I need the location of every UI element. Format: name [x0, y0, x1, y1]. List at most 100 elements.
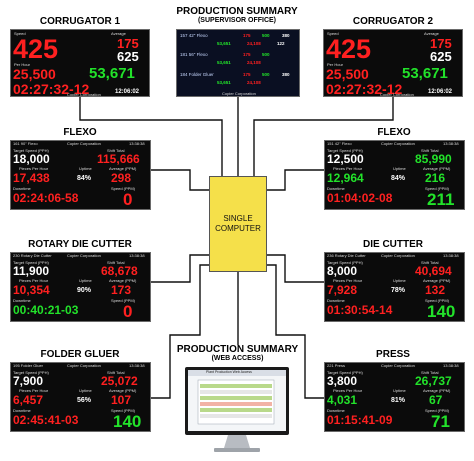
label-average: Average (PPM)	[109, 388, 137, 393]
web-window-title: Plant Production Web Access	[206, 370, 252, 374]
downtime-value: 01:15:41-09	[327, 413, 393, 427]
company-label: Copier Corporation	[381, 141, 415, 146]
label-per-hour: Per Hour	[14, 62, 31, 67]
label-uptime: Uptime	[79, 166, 92, 171]
target-speed-value: 3,800	[327, 374, 358, 388]
summary-row-value: 380	[282, 33, 290, 38]
label-shift-total: Shift Total	[421, 148, 439, 153]
label-target-speed: Target Speed (PPH)	[327, 370, 363, 375]
diecutter-display: 236 Rotary Die Cutter Copier Corporation…	[324, 252, 465, 322]
target-speed-value: 8,000	[327, 264, 358, 278]
speed-value: 0	[123, 302, 133, 321]
machine-header: 221 Press	[327, 363, 346, 368]
summary-supervisor-display: 157 42" Flexo 175 500 380 53,651 24,108 …	[176, 29, 300, 97]
label-speed: Speed (PPM)	[425, 408, 450, 413]
summary-top-subtitle: (SUPERVISOR OFFICE)	[197, 17, 277, 24]
speed-value: 140	[113, 412, 142, 431]
clock-value: 12:06:02	[115, 89, 140, 95]
average-value: 107	[111, 393, 132, 407]
speed-value: 140	[427, 302, 456, 321]
folder-display: 195 Folder Gluer Copier Corporation 13:3…	[10, 362, 151, 432]
flexo-right-title: FLEXO	[377, 127, 411, 138]
speed-value: 425	[326, 34, 372, 64]
label-average: Average (PPM)	[423, 278, 451, 283]
target-speed-value: 7,900	[13, 374, 44, 388]
average-value: 175	[117, 36, 139, 51]
label-average: Average (PPM)	[109, 278, 137, 283]
target-speed-value: 12,500	[327, 152, 364, 166]
link-flexo-left	[151, 169, 209, 191]
average-value: 67	[429, 393, 443, 407]
summary-row-value: 24,108	[247, 60, 261, 65]
label-target-speed: Target Speed (PPH)	[327, 260, 363, 265]
label-pieces-per-hour: Pieces Per Hour	[19, 388, 49, 393]
label-target-speed: Target Speed (PPH)	[13, 370, 49, 375]
summary-row-value: 500	[262, 52, 270, 57]
corrugator2-display: Speed Average 425 175 625 Per Hour 25,50…	[323, 29, 463, 97]
label-target-speed: Target Speed (PPH)	[13, 260, 49, 265]
label-average: Average (PPM)	[109, 166, 137, 171]
label-average: Average	[111, 31, 126, 36]
label-shift-total: Shift Total	[107, 370, 125, 375]
summary-row-value: 380	[282, 72, 290, 77]
secondary-value: 625	[430, 49, 452, 64]
clock-value: 13:38:38	[129, 363, 145, 368]
machine-header: 195 Folder Gluer	[13, 363, 44, 368]
label-pieces-per-hour: Pieces Per Hour	[333, 278, 363, 283]
uptime-value: 78%	[391, 287, 406, 294]
monitor-base	[214, 448, 260, 452]
company-label: Copier Corporation	[222, 91, 256, 96]
machine-header: 230 Rotary Die Cutter	[13, 253, 52, 258]
label-pieces-per-hour: Pieces Per Hour	[19, 278, 49, 283]
label-uptime: Uptime	[393, 388, 406, 393]
machine-header: 161 90" Flexo	[13, 141, 38, 146]
rotary-display: 230 Rotary Die Cutter Copier Corporation…	[10, 252, 151, 322]
average-value: 132	[425, 283, 446, 297]
link-corrugator1	[79, 97, 223, 176]
downtime-value: 00:40:21-03	[13, 303, 79, 317]
label-uptime: Uptime	[79, 388, 92, 393]
diecutter-title: DIE CUTTER	[363, 239, 423, 250]
speed-value: 425	[13, 34, 59, 64]
uptime-value: 84%	[77, 175, 92, 182]
company-label: Copier Corporation	[67, 253, 101, 258]
flexo-right-display: 151 42" Flexo Copier Corporation 13:38:3…	[324, 140, 465, 210]
label-uptime: Uptime	[79, 278, 92, 283]
clock-value: 12:06:02	[428, 89, 453, 95]
label-shift-total: Shift Total	[107, 260, 125, 265]
clock-value: 13:38:38	[129, 253, 145, 258]
summary-top-title: PRODUCTION SUMMARY	[176, 6, 298, 17]
label-pieces-per-hour: Pieces Per Hour	[333, 166, 363, 171]
rotary-title: ROTARY DIE CUTTER	[28, 239, 132, 250]
runtime-value: 02:27:32-12	[326, 81, 403, 97]
pieces-per-hour-value: 10,354	[13, 283, 50, 297]
label-speed: Speed (PPM)	[425, 186, 450, 191]
summary-row-value: 53,651	[217, 60, 231, 65]
flexo-left-display: 161 90" Flexo Copier Corporation 13:38:3…	[10, 140, 151, 210]
press-display: 221 Press Copier Corporation 13:38:38 Ta…	[324, 362, 465, 432]
label-downtime: Downtime	[13, 408, 31, 413]
uptime-value: 90%	[77, 287, 92, 294]
pieces-per-hour-value: 17,438	[13, 171, 50, 185]
per-hour-value: 25,500	[13, 66, 56, 82]
browser-titlebar	[188, 370, 286, 376]
shift-total-value: 40,694	[415, 264, 452, 278]
target-speed-value: 11,900	[13, 264, 50, 278]
shift-total-value: 68,678	[101, 264, 138, 278]
company-label: Copier Corporation	[381, 363, 415, 368]
clock-value: 13:38:38	[129, 141, 145, 146]
corrugator2-title: CORRUGATOR 2	[352, 16, 434, 27]
label-uptime: Uptime	[393, 278, 406, 283]
average-value: 216	[425, 171, 446, 185]
clock-value: 13:38:38	[443, 253, 459, 258]
secondary-value: 625	[117, 49, 139, 64]
label-pieces-per-hour: Pieces Per Hour	[333, 388, 363, 393]
summary-row-label: 157 42" Flexo	[180, 33, 208, 38]
speed-value: 211	[427, 190, 455, 209]
downtime-value: 02:45:41-03	[13, 413, 79, 427]
summary-bottom-title: PRODUCTION SUMMARY	[176, 344, 299, 355]
label-pieces-per-hour: Pieces Per Hour	[19, 166, 49, 171]
summary-row-value: 53,651	[217, 80, 231, 85]
label-target-speed: Target Speed (PPH)	[13, 148, 49, 153]
